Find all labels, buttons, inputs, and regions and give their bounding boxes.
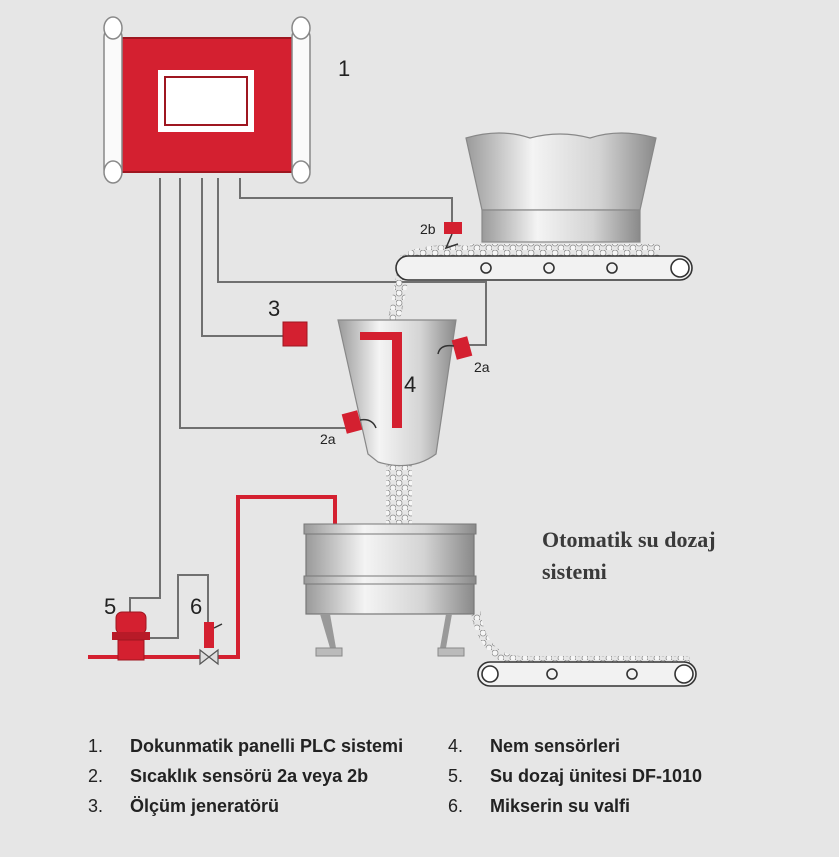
diagram-caption: Otomatik su dozaj sistemi — [542, 524, 782, 588]
legend-item: 4. Nem sensörleri — [448, 736, 702, 766]
mixer-water-valve — [199, 622, 223, 666]
legend-item-text: Mikserin su valfi — [490, 796, 631, 816]
mixer — [303, 523, 477, 657]
measurement-generator — [282, 321, 308, 347]
label-5: 5 — [104, 594, 116, 619]
temp-sensor-2a-right — [437, 336, 473, 360]
water-dosing-unit — [112, 611, 150, 661]
legend-item-text: Sıcaklık sensörü 2a veya 2b — [130, 766, 369, 786]
material-bin — [465, 132, 657, 243]
legend-item: 5. Su dozaj ünitesi DF-1010 — [448, 766, 702, 796]
legend-item-number: 1. — [88, 736, 104, 756]
legend-item-number: 2. — [88, 766, 104, 786]
temp-sensor-2b — [444, 222, 462, 250]
label-2a-right: 2a — [474, 359, 490, 375]
legend-item: 2. Sıcaklık sensörü 2a veya 2b — [88, 766, 403, 796]
label-2b: 2b — [420, 221, 436, 237]
caption-line-2: sistemi — [542, 559, 607, 584]
label-6: 6 — [190, 594, 202, 619]
legend-item: 6. Mikserin su valfi — [448, 796, 702, 826]
legend-item-number: 4. — [448, 736, 464, 756]
legend-item: 1. Dokunmatik panelli PLC sistemi — [88, 736, 403, 766]
legend-item-number: 5. — [448, 766, 464, 786]
temp-sensor-2a-left — [341, 410, 377, 434]
legend-item-text: Dokunmatik panelli PLC sistemi — [130, 736, 404, 756]
label-4: 4 — [404, 372, 416, 397]
plc-panel — [103, 16, 311, 184]
upper-conveyor — [395, 255, 693, 281]
legend-column-right: 4. Nem sensörleri 5. Su dozaj ünitesi DF-1… — [448, 736, 702, 826]
signal-wires — [129, 178, 487, 639]
legend-column-left: 1. Dokunmatik panelli PLC sistemi 2. Sıcak… — [88, 736, 403, 826]
lower-conveyor — [477, 661, 697, 687]
legend-item-text: Nem sensörleri — [490, 736, 621, 756]
label-2a-left: 2a — [320, 431, 336, 447]
legend-item-text: Ölçüm jeneratörü — [130, 796, 280, 816]
legend-item-number: 6. — [448, 796, 464, 816]
label-3: 3 — [268, 296, 280, 321]
legend-item-text: Su dozaj ünitesi DF-1010 — [490, 766, 703, 786]
hopper — [337, 319, 457, 467]
label-1: 1 — [338, 56, 350, 81]
legend-item-number: 3. — [88, 796, 104, 816]
legend-item: 3. Ölçüm jeneratörü — [88, 796, 403, 826]
caption-line-1: Otomatik su dozaj — [542, 527, 716, 552]
